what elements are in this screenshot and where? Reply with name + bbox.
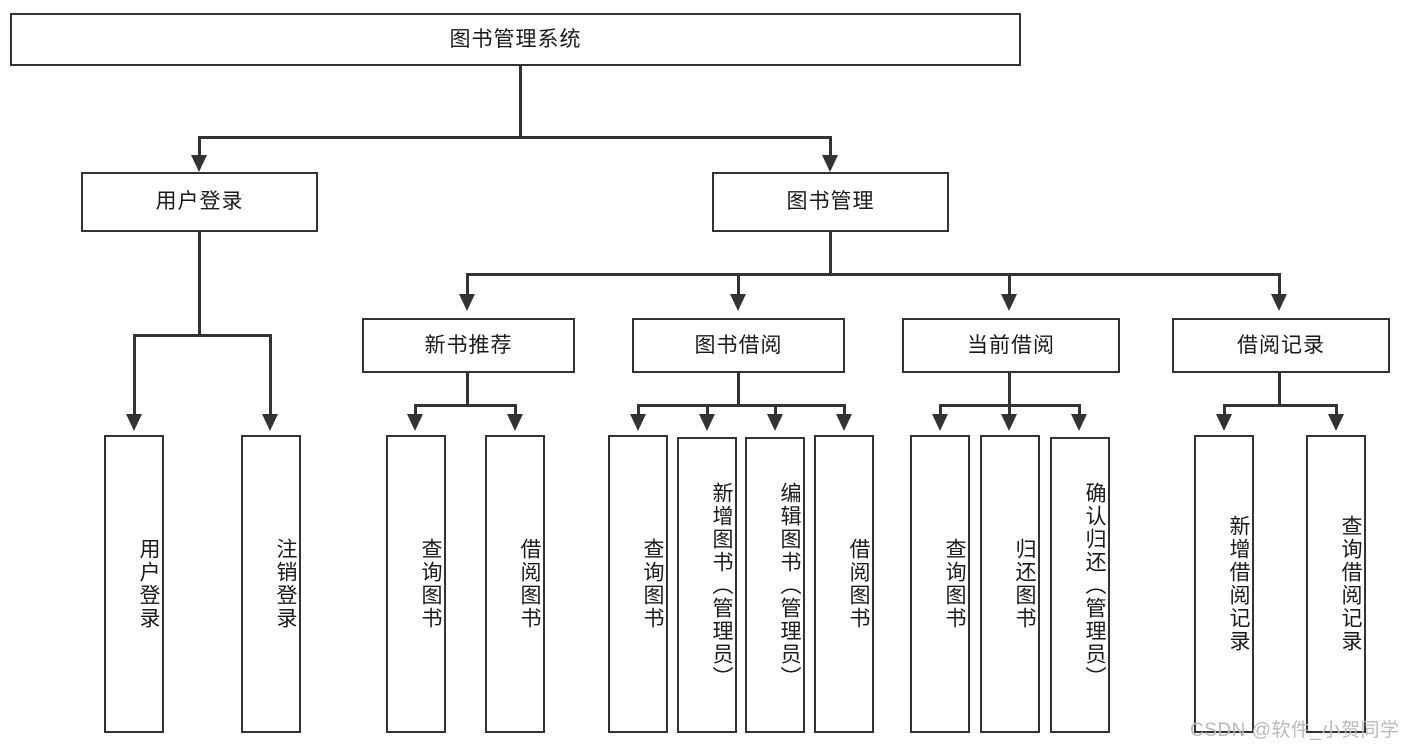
node-label: 归还图书 — [1013, 538, 1036, 630]
node-label: 新增借阅记录 — [1227, 515, 1250, 653]
connector-to-new-book — [466, 273, 469, 297]
leaf-current-borrow-query[interactable]: 查询图书 — [910, 435, 970, 733]
node-root-library-system[interactable]: 图书管理系统 — [10, 13, 1021, 66]
arrow-new-book-leaf1 — [407, 414, 423, 431]
arrow-current-borrow-leaf1 — [932, 414, 948, 431]
connector-user-login-stem — [198, 232, 201, 336]
leaf-book-borrow-query[interactable]: 查询图书 — [608, 435, 668, 733]
leaf-borrow-record-add[interactable]: 新增借阅记录 — [1194, 435, 1254, 733]
arrow-book-borrow-leaf1 — [630, 414, 646, 431]
connector-current-borrow-leaf2 — [1008, 404, 1011, 417]
node-label: 新书推荐 — [424, 333, 513, 357]
node-label: 图书管理 — [786, 190, 875, 214]
connector-to-book-borrow — [737, 273, 740, 297]
node-label: 查询图书 — [943, 538, 966, 630]
node-label: 编辑图书（管理员） — [778, 481, 801, 689]
connector-book-borrow-bar — [637, 404, 844, 407]
connector-current-borrow-leaf1 — [939, 404, 942, 417]
node-label: 借阅图书 — [518, 538, 541, 630]
connector-new-book-bar — [414, 404, 516, 407]
connector-borrow-record-leaf1 — [1223, 404, 1226, 417]
arrow-book-borrow-leaf3 — [767, 414, 783, 431]
leaf-user-login-signout[interactable]: 注销登录 — [241, 435, 301, 733]
arrow-to-new-book — [459, 294, 475, 311]
arrow-borrow-record-leaf1 — [1216, 414, 1232, 431]
arrow-current-borrow-leaf3 — [1071, 414, 1087, 431]
connector-current-borrow-leaf3 — [1078, 404, 1081, 417]
node-label: 新增图书（管理员） — [710, 481, 733, 689]
node-current-borrow[interactable]: 当前借阅 — [902, 318, 1120, 373]
leaf-book-borrow-lend[interactable]: 借阅图书 — [814, 435, 874, 733]
connector-user-login-leaf2 — [269, 334, 272, 417]
connector-root-stem — [519, 66, 522, 138]
connector-book-borrow-stem — [737, 373, 740, 406]
leaf-new-book-query[interactable]: 查询图书 — [386, 435, 446, 733]
node-new-book-recommend[interactable]: 新书推荐 — [362, 318, 575, 373]
connector-level2-bar — [198, 136, 832, 139]
arrow-to-book-manage — [822, 155, 838, 172]
connector-level3-bar — [466, 273, 1280, 276]
watermark-text: CSDN @软件_小贺同学 — [1190, 720, 1400, 741]
connector-borrow-record-stem — [1278, 373, 1281, 406]
connector-book-borrow-leaf2 — [706, 404, 709, 417]
arrow-to-user-login — [191, 155, 207, 172]
node-borrow-record[interactable]: 借阅记录 — [1172, 318, 1390, 373]
node-label: 借阅记录 — [1237, 333, 1325, 357]
node-label: 借阅图书 — [847, 538, 870, 630]
connector-user-login-bar — [133, 334, 271, 337]
connector-user-login-leaf1 — [133, 334, 136, 417]
arrow-to-book-borrow — [730, 294, 746, 311]
connector-to-current-borrow — [1008, 273, 1011, 297]
node-label: 确认归还（管理员） — [1083, 481, 1106, 689]
arrow-to-borrow-record — [1271, 294, 1287, 311]
node-label: 查询借阅记录 — [1339, 515, 1362, 653]
arrow-to-current-borrow — [1001, 294, 1017, 311]
arrow-book-borrow-leaf4 — [836, 414, 852, 431]
leaf-user-login-signin[interactable]: 用户登录 — [104, 435, 164, 733]
connector-to-user-login — [198, 136, 201, 158]
arrow-book-borrow-leaf2 — [699, 414, 715, 431]
connector-book-borrow-leaf1 — [637, 404, 640, 417]
arrow-user-login-leaf1 — [126, 414, 142, 431]
leaf-borrow-record-query[interactable]: 查询借阅记录 — [1306, 435, 1366, 733]
arrow-current-borrow-leaf2 — [1001, 414, 1017, 431]
connector-to-borrow-record — [1278, 273, 1281, 297]
connector-book-manage-stem — [829, 232, 832, 275]
node-label: 用户登录 — [137, 538, 160, 630]
node-book-borrow[interactable]: 图书借阅 — [632, 318, 845, 373]
node-label: 用户登录 — [155, 190, 244, 214]
connector-new-book-leaf2 — [514, 404, 517, 417]
leaf-new-book-borrow[interactable]: 借阅图书 — [485, 435, 545, 733]
connector-new-book-stem — [466, 373, 469, 406]
node-label: 查询图书 — [641, 538, 664, 630]
connector-borrow-record-leaf2 — [1335, 404, 1338, 417]
node-label: 注销登录 — [274, 538, 297, 630]
connector-book-borrow-leaf4 — [843, 404, 846, 417]
connector-book-borrow-leaf3 — [774, 404, 777, 417]
node-label: 图书管理系统 — [449, 27, 582, 51]
node-label: 查询图书 — [419, 538, 442, 630]
connector-current-borrow-stem — [1008, 373, 1011, 406]
node-label: 图书借阅 — [694, 333, 783, 357]
connector-borrow-record-bar — [1223, 404, 1337, 407]
leaf-current-borrow-return[interactable]: 归还图书 — [980, 435, 1040, 733]
node-label: 当前借阅 — [967, 333, 1055, 357]
arrow-new-book-leaf2 — [507, 414, 523, 431]
leaf-book-borrow-edit[interactable]: 编辑图书（管理员） — [745, 437, 805, 733]
arrow-borrow-record-leaf2 — [1328, 414, 1344, 431]
connector-new-book-leaf1 — [414, 404, 417, 417]
leaf-book-borrow-add[interactable]: 新增图书（管理员） — [677, 437, 737, 733]
arrow-user-login-leaf2 — [262, 414, 278, 431]
node-book-management[interactable]: 图书管理 — [712, 172, 949, 232]
leaf-current-borrow-confirm[interactable]: 确认归还（管理员） — [1050, 437, 1110, 733]
node-user-login[interactable]: 用户登录 — [81, 172, 318, 232]
connector-to-book-manage — [829, 136, 832, 158]
